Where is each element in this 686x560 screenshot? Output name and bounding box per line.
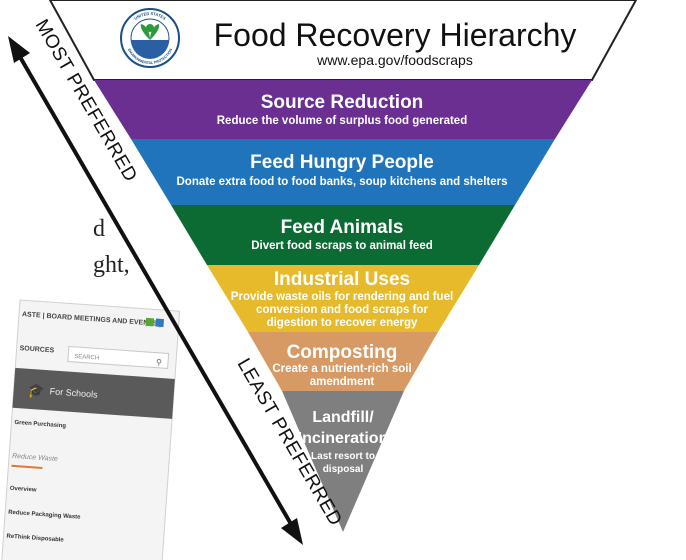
tier-source-reduction-title: Source Reduction bbox=[261, 92, 424, 113]
tier-industrial-uses-desc-line-3: digestion to recover energy bbox=[267, 317, 418, 329]
webpage-social-icon-2 bbox=[155, 318, 165, 328]
tier-composting-band bbox=[248, 332, 438, 391]
background-text: d ght, bbox=[93, 216, 130, 278]
tier-landfill-desc-line-2: disposal bbox=[323, 464, 364, 475]
webpage-menu-item-rethink: ReThink Disposable bbox=[6, 534, 64, 544]
tier-composting-desc-line-1: Create a nutrient-rich soil bbox=[272, 363, 411, 375]
webpage-green-purchasing-label: Green Purchasing bbox=[14, 420, 66, 430]
preference-arrow bbox=[8, 36, 303, 545]
tier-composting-title: Composting bbox=[287, 342, 398, 363]
arrow-head-bottom bbox=[281, 518, 303, 545]
webpage-social-icon-1 bbox=[145, 317, 155, 327]
webpage-for-schools-label: For Schools bbox=[49, 386, 98, 399]
arrow-head-top bbox=[8, 36, 30, 63]
tier-source-reduction-band bbox=[94, 80, 592, 139]
webpage-graduation-cap-icon: 🎓 bbox=[27, 382, 46, 400]
webpage-schools-bar bbox=[12, 367, 175, 419]
webpage-search-icon: ⚲ bbox=[156, 358, 163, 367]
tier-composting-desc-line-2: amendment bbox=[310, 376, 375, 388]
webpage-menu-item-packaging: Reduce Packaging Waste bbox=[8, 510, 81, 521]
tier-industrial-uses-desc-line-2: conversion and food scraps for bbox=[256, 304, 428, 316]
webpage-reduce-waste-heading: Reduce Waste bbox=[12, 453, 58, 463]
background-webpage-screenshot: ASTE | BOARD MEETINGS AND EVENTS | SOURC… bbox=[1, 299, 181, 560]
tier-landfill-incineration-band bbox=[282, 391, 404, 532]
tier-feed-animals-desc: Divert food scraps to animal feed bbox=[251, 240, 433, 252]
tier-industrial-uses-band bbox=[207, 265, 479, 332]
tier-feed-animals-band bbox=[171, 205, 515, 265]
diagram-url: www.epa.gov/foodscraps bbox=[316, 52, 473, 68]
tier-source-reduction-desc: Reduce the volume of surplus food genera… bbox=[217, 115, 467, 127]
tier-feed-hungry-people-band bbox=[131, 139, 555, 205]
tier-industrial-uses-title: Industrial Uses bbox=[274, 269, 410, 290]
arrow-shaft bbox=[14, 48, 297, 533]
webpage-orange-rule bbox=[11, 464, 43, 469]
tier-landfill-title-line-2: Incineration bbox=[298, 430, 389, 447]
webpage-search-label: SEARCH bbox=[74, 354, 99, 362]
background-text-fragment-2: ght, bbox=[93, 252, 130, 278]
tier-landfill-desc-line-1: Last resort to bbox=[311, 451, 375, 462]
tier-feed-animals-title: Feed Animals bbox=[281, 217, 404, 238]
tier-industrial-uses-desc-line-1: Provide waste oils for rendering and fue… bbox=[231, 291, 453, 303]
webpage-search-input bbox=[67, 345, 170, 369]
epa-seal-logo: UNITED STATES ENVIRONMENTAL PROTECTION bbox=[120, 8, 180, 68]
webpage-resources-label: SOURCES bbox=[19, 345, 54, 354]
background-text-fragment-1: d bbox=[93, 216, 105, 242]
tier-feed-hungry-people-title: Feed Hungry People bbox=[250, 152, 434, 173]
webpage-menu-item-overview: Overview bbox=[10, 486, 37, 494]
diagram-title: Food Recovery Hierarchy bbox=[214, 17, 577, 53]
tier-feed-hungry-people-desc: Donate extra food to food banks, soup ki… bbox=[177, 176, 508, 188]
tier-landfill-title-line-1: Landfill/ bbox=[312, 409, 374, 426]
